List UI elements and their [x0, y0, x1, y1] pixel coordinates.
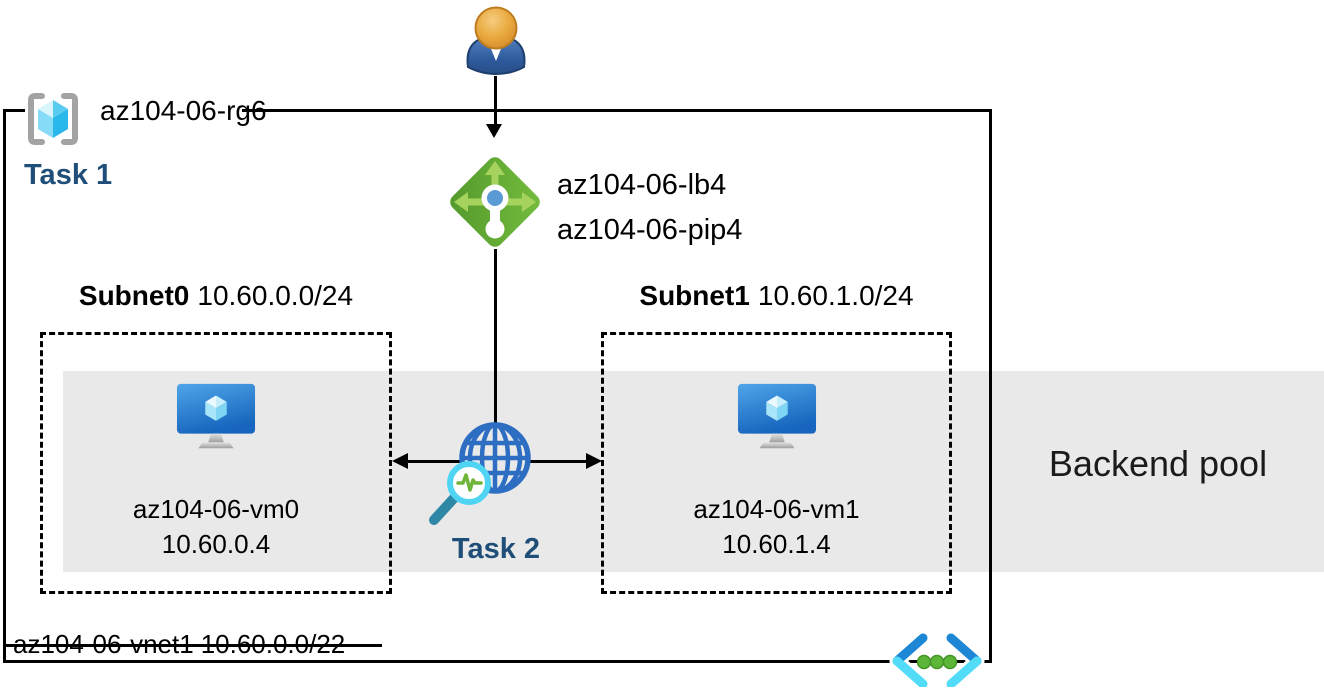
network-probe-globe-icon: [425, 412, 540, 530]
load-balancer-labels: az104-06-lb4 az104-06-pip4: [557, 163, 742, 253]
rg-box-border-right: [989, 109, 992, 663]
subnet1-dashed-box: [601, 332, 952, 594]
backend-pool-band: [63, 371, 1324, 572]
subnet0-dashed-box: [40, 332, 392, 594]
load-balancer-icon: [444, 151, 546, 253]
subnet0-cidr: 10.60.0.0/24: [197, 280, 354, 311]
rg-box-border-top: [242, 109, 992, 112]
rg-box-border-top-left: [3, 109, 25, 112]
rg-box-border-left: [3, 109, 6, 663]
user-to-lb-arrowhead: [486, 124, 502, 138]
resource-group-name: az104-06-rg6: [100, 95, 267, 126]
vm0-caption: az104-06-vm0 10.60.0.4: [40, 492, 392, 562]
public-ip-name: az104-06-pip4: [557, 214, 743, 246]
vnet-label-strike-line: [3, 644, 382, 647]
vm1-name: az104-06-vm1: [693, 494, 860, 524]
pulse-line: [456, 473, 483, 492]
vm0-icon: [176, 382, 256, 452]
subnet0-name: Subnet0: [78, 280, 190, 311]
subnet1-name: Subnet1: [639, 280, 750, 311]
resource-group-icon: [24, 90, 82, 148]
task2-label: Task 2: [451, 533, 541, 565]
virtual-network-icon: [889, 633, 985, 687]
vm0-ip: 10.60.0.4: [161, 529, 271, 559]
vm0-name: az104-06-vm0: [132, 494, 300, 524]
person-icon: [459, 4, 533, 76]
vm1-icon: [737, 382, 817, 452]
lb-to-probe-line: [494, 249, 497, 426]
vm1-caption: az104-06-vm1 10.60.1.4: [601, 492, 952, 562]
rg-box-border-bottom: [3, 660, 992, 663]
magnifier-handle: [429, 492, 460, 525]
task1-label: Task 1: [24, 159, 113, 191]
vm1-ip: 10.60.1.4: [722, 529, 831, 559]
probe-arrowhead-left: [392, 453, 408, 469]
subnet1-cidr: 10.60.1.0/24: [757, 280, 914, 311]
user-to-lb-arrow-line: [494, 76, 497, 126]
load-balancer-name: az104-06-lb4: [557, 169, 727, 201]
probe-arrowhead-right: [586, 453, 602, 469]
backend-pool-label: Backend pool: [1048, 443, 1268, 484]
